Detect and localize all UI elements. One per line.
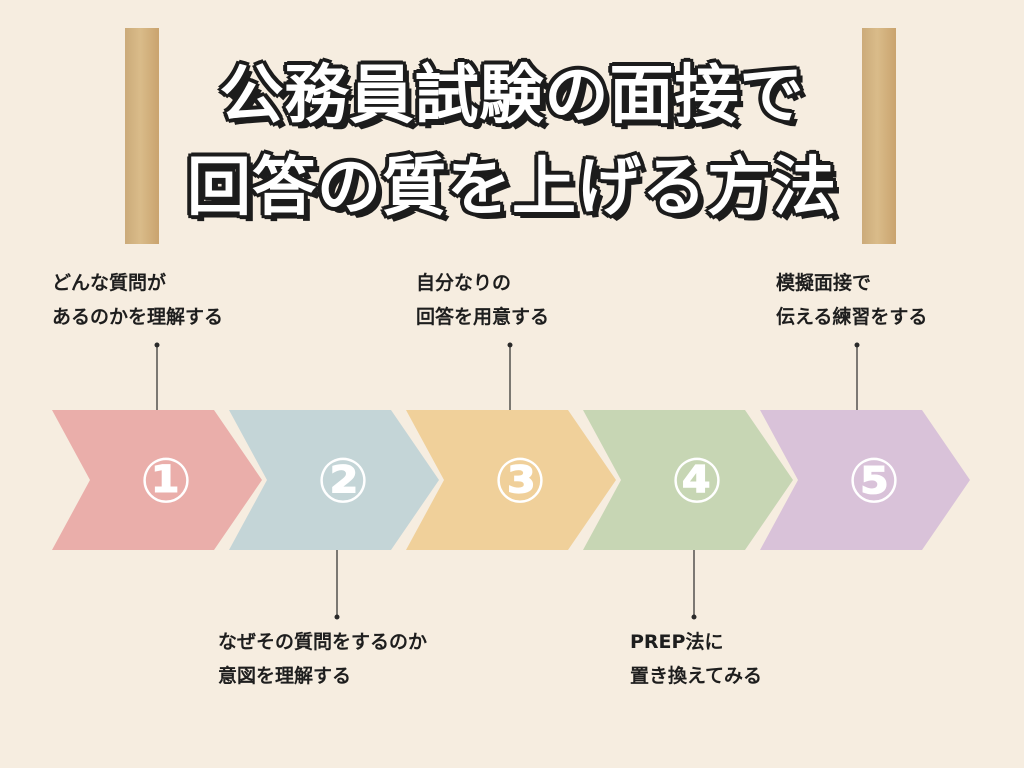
tape-left (125, 28, 159, 244)
step-5-chevron (760, 410, 970, 550)
step-3-label-line-2: 回答を用意する (416, 306, 550, 328)
step-3-number: ③ (494, 444, 547, 517)
step-2-label-line-2: 意図を理解する (218, 665, 352, 687)
step-5-label-line-2: 伝える練習をする (776, 306, 928, 328)
step-3-connector-dot (507, 342, 513, 348)
title-line-2: 回答の質を上げる方法 (187, 151, 837, 225)
title-line-1: 公務員試験の面接で (219, 59, 805, 133)
step-5-label-line-1: 模擬面接で (776, 272, 872, 294)
step-1-chevron (52, 410, 262, 550)
step-3-chevron (406, 410, 616, 550)
step-5-label: 模擬面接で 伝える練習をする (776, 266, 927, 334)
step-1-label-line-2: あるのかを理解する (52, 306, 224, 328)
step-3-label-line-1: 自分なりの (416, 272, 512, 294)
step-1-number: ① (140, 444, 193, 517)
step-4-label-line-1: PREP法に (630, 631, 724, 653)
step-2-label-line-1: なぜその質問をするのか (218, 631, 428, 653)
step-4-connector-dot (691, 614, 697, 620)
step-4-label: PREP法に 置き換えてみる (630, 625, 762, 693)
step-1-label-line-1: どんな質問が (52, 272, 167, 294)
step-1-connector-dot (154, 342, 160, 348)
tape-right (862, 28, 896, 244)
step-4-chevron (583, 410, 793, 550)
step-2-label: なぜその質問をするのか 意図を理解する (218, 625, 427, 693)
step-1-label: どんな質問が あるのかを理解する (52, 266, 223, 334)
step-5-connector-dot (854, 342, 860, 348)
step-3-label: 自分なりの 回答を用意する (416, 266, 549, 334)
step-4-number: ④ (671, 444, 724, 517)
step-2-connector-dot (334, 614, 340, 620)
step-2-number: ② (317, 444, 370, 517)
step-5-number: ⑤ (848, 444, 901, 517)
step-2-chevron (229, 410, 439, 550)
step-4-label-line-2: 置き換えてみる (630, 665, 763, 687)
